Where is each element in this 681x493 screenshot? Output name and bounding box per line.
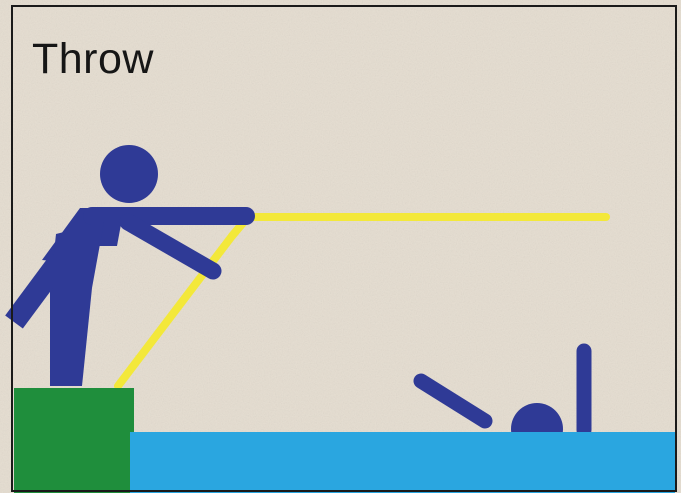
water-surface (130, 432, 675, 493)
panel-title: Throw (32, 38, 154, 81)
rescuer-head (100, 145, 158, 203)
dock-platform (14, 388, 134, 493)
